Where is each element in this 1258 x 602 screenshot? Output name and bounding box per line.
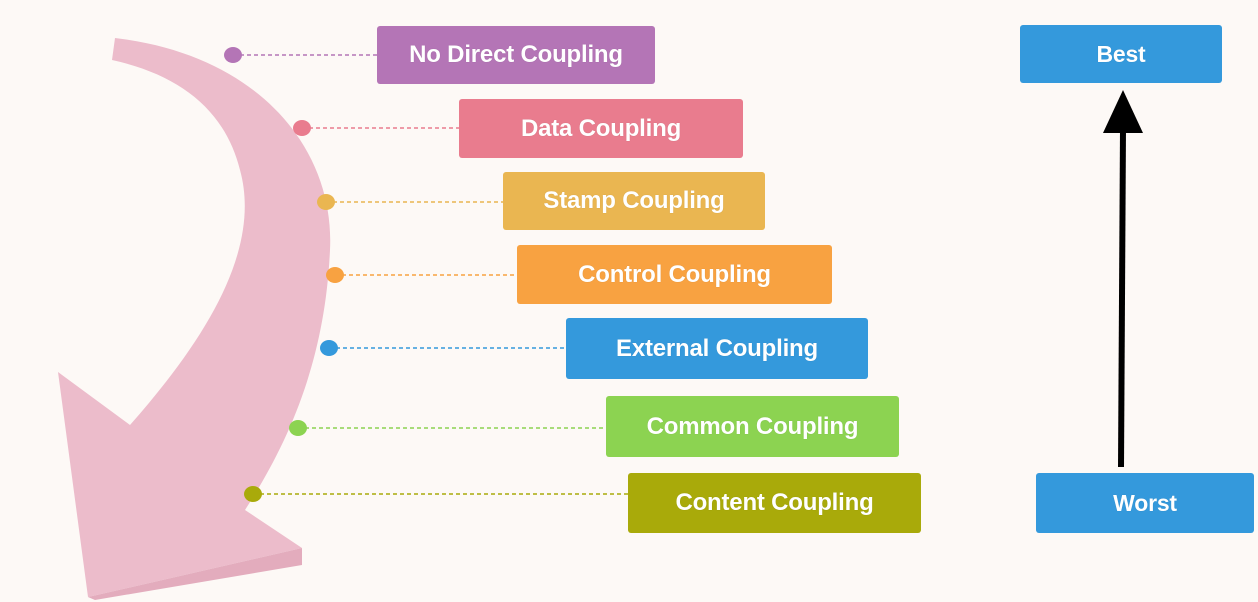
coupling-level-label: Control Coupling [578, 260, 771, 288]
connector-dot [224, 47, 242, 63]
connector-dot [317, 194, 335, 210]
coupling-level-box: Content Coupling [628, 473, 921, 533]
coupling-level-label: No Direct Coupling [409, 41, 623, 68]
connector-dot [293, 120, 311, 136]
worst-label: Worst [1113, 489, 1177, 516]
curved-arrow-shadow [88, 548, 302, 600]
best-label: Best [1096, 40, 1146, 67]
coupling-level-box: No Direct Coupling [377, 26, 655, 84]
scale-arrow-shaft [1118, 127, 1126, 468]
coupling-level-label: Content Coupling [675, 489, 874, 516]
coupling-level-box: External Coupling [566, 318, 868, 379]
coupling-level-box: Data Coupling [459, 99, 743, 158]
coupling-level-box: Control Coupling [517, 245, 832, 304]
curved-arrow-icon [58, 38, 331, 597]
best-label-box: Best [1020, 25, 1222, 83]
connector-dot [320, 340, 338, 356]
coupling-level-label: Stamp Coupling [543, 187, 725, 214]
connector-dot [244, 486, 262, 502]
scale-arrow-head-icon [1103, 90, 1143, 133]
coupling-level-label: Common Coupling [646, 412, 859, 440]
coupling-level-label: External Coupling [616, 334, 818, 362]
connector-dot [326, 267, 344, 283]
coupling-level-label: Data Coupling [520, 114, 682, 142]
worst-label-box: Worst [1036, 473, 1254, 533]
coupling-level-box: Common Coupling [606, 396, 899, 457]
coupling-level-box: Stamp Coupling [503, 172, 765, 230]
connector-dot [289, 420, 307, 436]
